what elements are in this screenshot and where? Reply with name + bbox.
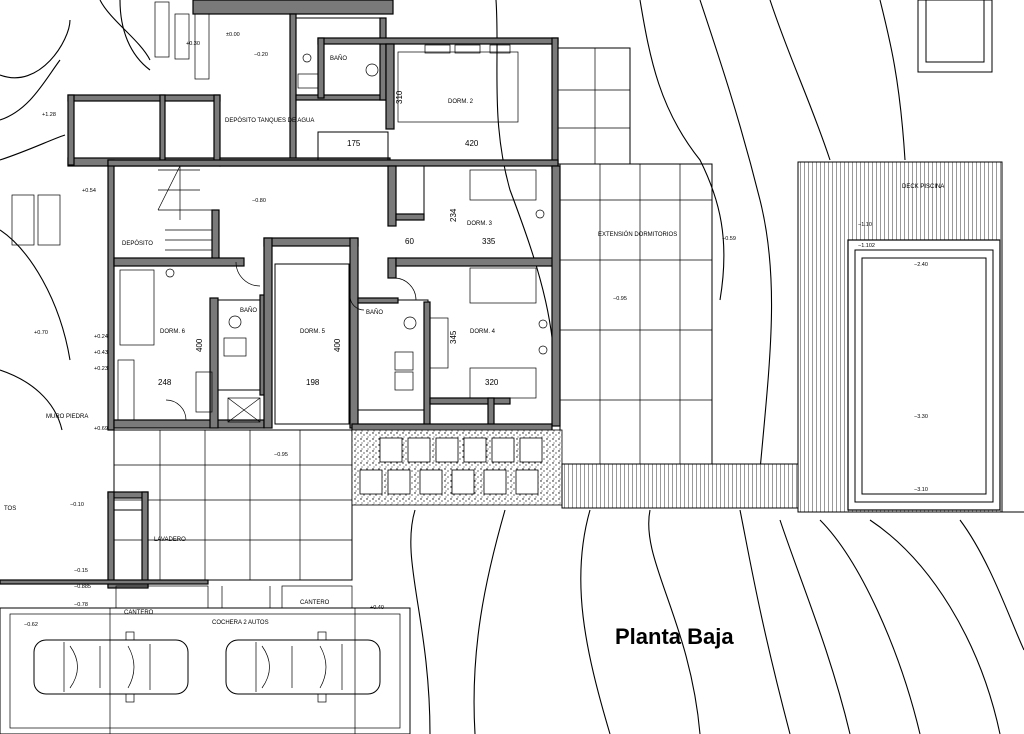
label-dorm5: DORM. 5 — [300, 329, 326, 335]
level-054: +0.54 — [82, 188, 96, 194]
level-078: −0.78 — [74, 602, 88, 608]
label-bano-top: BAÑO — [330, 55, 347, 62]
label-cantero-right: CANTERO — [300, 600, 330, 606]
label-muro: MURO PIEDRA — [46, 414, 88, 420]
dimension-labels: 310 420 175 234 335 60 400 400 345 248 1… — [158, 90, 499, 387]
level-000: ±0.00 — [226, 32, 240, 38]
label-dorm4: DORM. 4 — [470, 329, 496, 335]
level-markers: ±0.00 −0.20 +0.30 +1.28 +0.54 −0.80 +0.7… — [24, 32, 928, 628]
level-015: −0.15 — [74, 568, 88, 574]
pool-deck — [797, 161, 1024, 513]
dim-60: 60 — [405, 237, 414, 246]
label-bano-right: BAÑO — [366, 309, 383, 316]
label-deposito-tanques: DEPÓSITO TANQUES DE AGUA — [225, 117, 314, 124]
dim-335: 335 — [482, 237, 496, 246]
dim-234: 234 — [449, 208, 458, 222]
level-102b: −1.102 — [858, 243, 875, 249]
gravel-steps — [351, 429, 563, 506]
level-095b: −0.95 — [274, 452, 288, 458]
level-030: +0.30 — [186, 41, 200, 47]
label-deck: DECK PISCINA — [902, 184, 944, 190]
level-043: +0.43 — [94, 350, 108, 356]
lower-patio — [0, 429, 353, 589]
dim-400b: 400 — [333, 338, 342, 352]
dim-310: 310 — [395, 90, 404, 104]
level-310: −3.10 — [914, 487, 928, 493]
label-lavadero: LAVADERO — [154, 537, 186, 543]
level-070: +0.70 — [34, 330, 48, 336]
label-dorm6: DORM. 6 — [160, 329, 186, 335]
level-023: +0.23 — [94, 366, 108, 372]
dim-345: 345 — [449, 330, 458, 344]
level-020a: −0.20 — [254, 52, 268, 58]
dim-320: 320 — [485, 378, 499, 387]
building-walls — [67, 0, 561, 432]
level-024: +0.24 — [94, 334, 108, 340]
car-left — [33, 631, 189, 703]
level-059: −0.59 — [722, 236, 736, 242]
dim-420: 420 — [465, 139, 479, 148]
level-128: +1.28 — [42, 112, 56, 118]
label-dorm3: DORM. 3 — [467, 221, 493, 227]
level-069: +0.69 — [94, 426, 108, 432]
level-040: +0.40 — [370, 605, 384, 611]
label-cochera: COCHERA 2 AUTOS — [212, 620, 269, 626]
extension-terrace — [557, 47, 713, 465]
level-102a: −1.10 — [858, 222, 872, 228]
level-085: −0.885 — [74, 584, 91, 590]
top-right-tank — [917, 0, 993, 73]
walkway — [561, 463, 799, 509]
level-080: −0.80 — [252, 198, 266, 204]
dim-400a: 400 — [195, 338, 204, 352]
garage — [0, 585, 411, 734]
dim-248: 248 — [158, 378, 172, 387]
label-extension: EXTENSIÓN DORMITORIOS — [598, 231, 677, 238]
level-240: −2.40 — [914, 262, 928, 268]
room-labels: BAÑO DORM. 2 DEPÓSITO TANQUES DE AGUA DO… — [4, 55, 944, 626]
level-010: −0.10 — [70, 502, 84, 508]
level-095a: −0.95 — [613, 296, 627, 302]
label-bano-mid: BAÑO — [240, 307, 257, 314]
plan-title: Planta Baja — [615, 624, 734, 649]
level-330: −3.30 — [914, 414, 928, 420]
dim-175: 175 — [347, 139, 361, 148]
label-tos: TOS — [4, 506, 16, 512]
dim-198: 198 — [306, 378, 320, 387]
label-deposito: DEPÓSITO — [122, 240, 153, 247]
label-cantero-left: CANTERO — [124, 610, 154, 616]
interior-details — [117, 44, 548, 423]
label-dorm2: DORM. 2 — [448, 99, 474, 105]
level-062: −0.62 — [24, 622, 38, 628]
car-right — [225, 631, 381, 703]
